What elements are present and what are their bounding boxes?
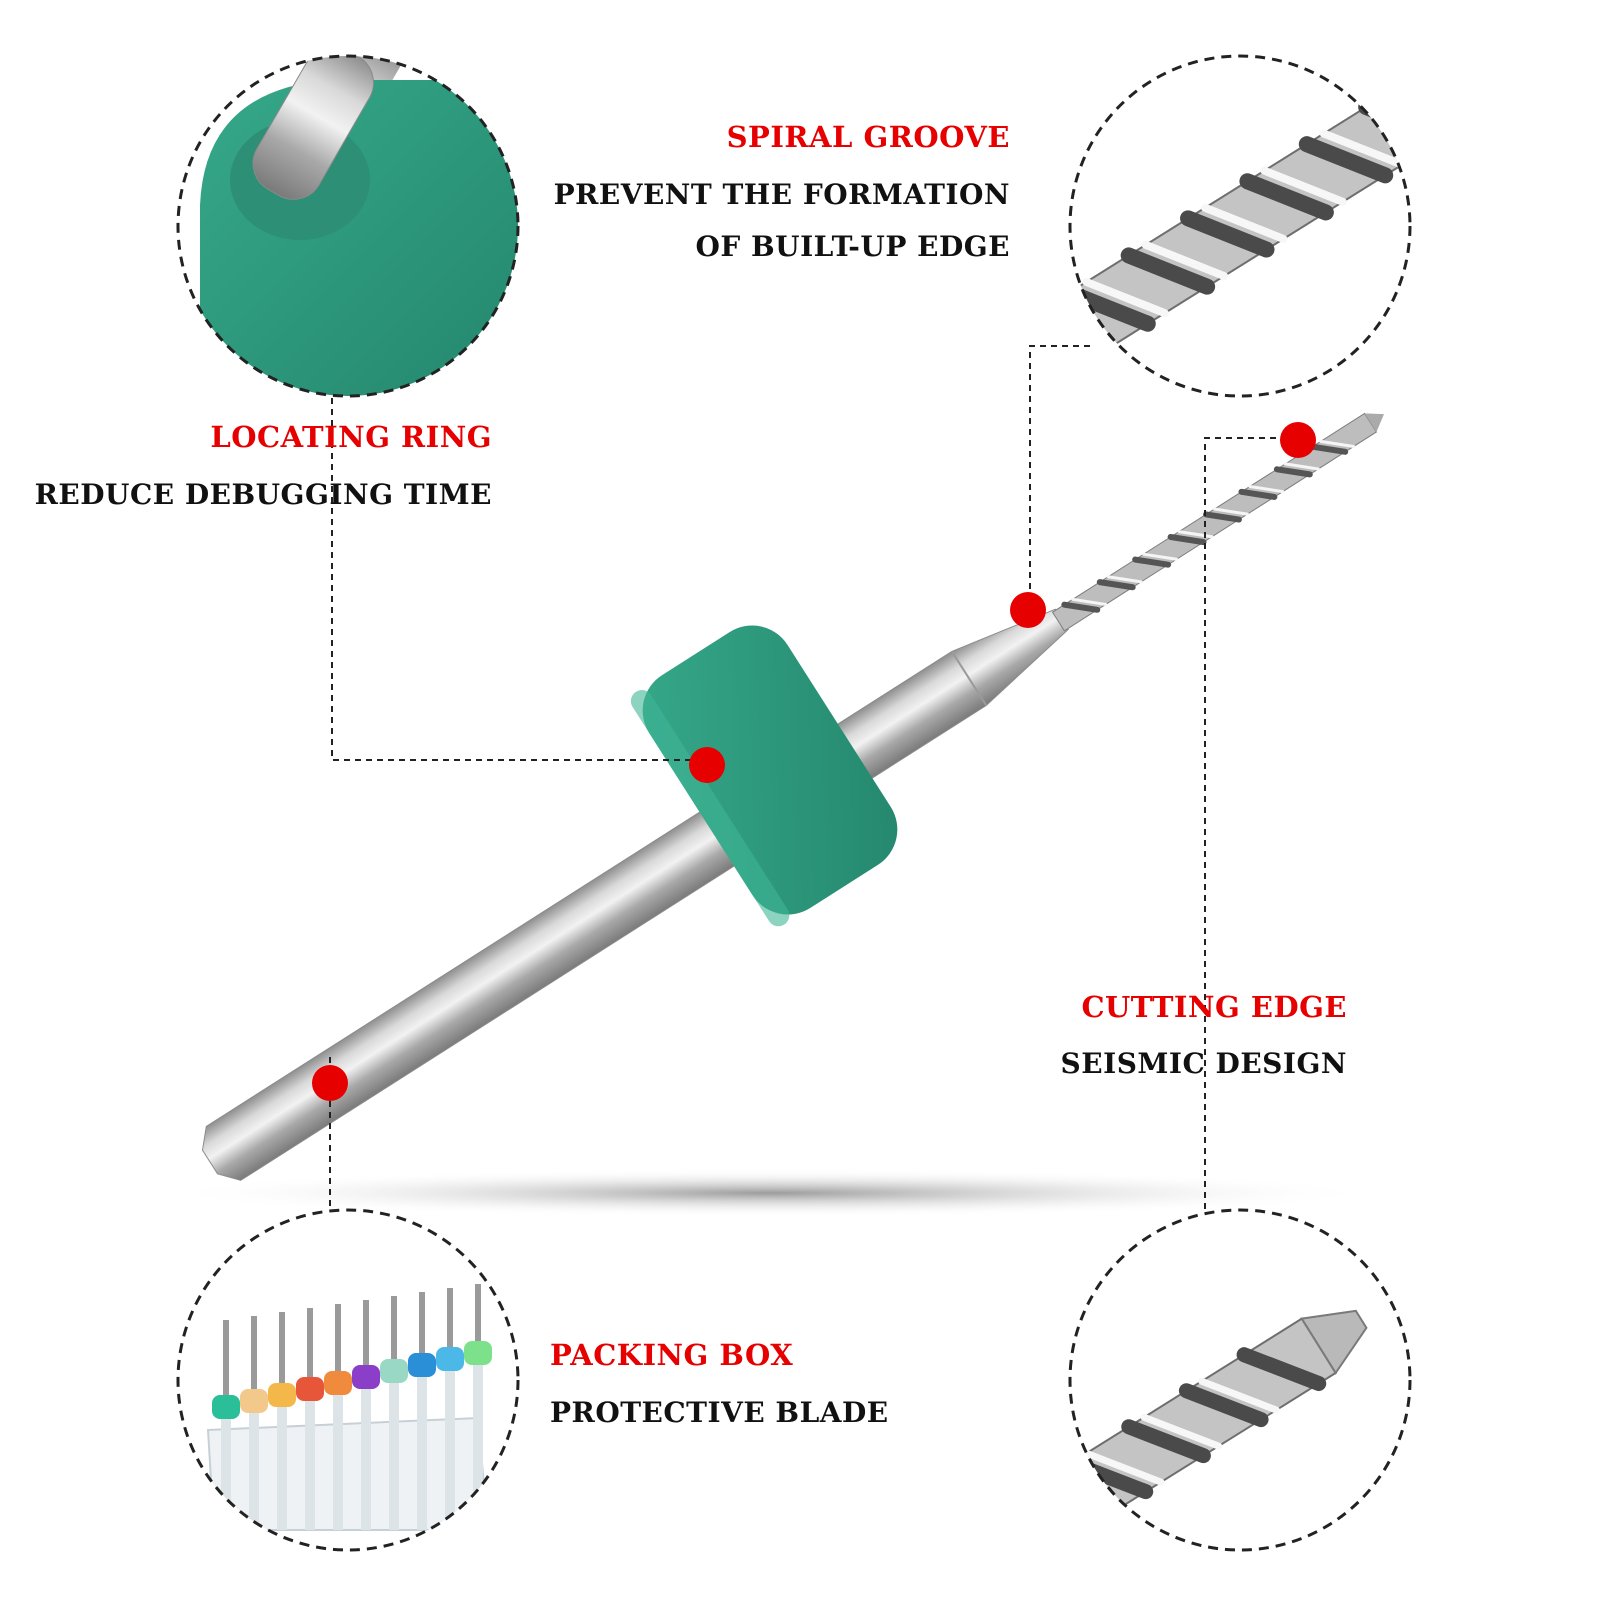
drill-bit xyxy=(201,412,1385,1181)
packing-box-slot xyxy=(277,1407,287,1530)
detail-circle-packing-box xyxy=(176,1208,520,1552)
detail-circle-spiral-groove xyxy=(1068,54,1412,398)
packing-box-slot xyxy=(389,1383,399,1530)
packing-box-ring xyxy=(212,1395,240,1419)
packing-box-ring xyxy=(380,1359,408,1383)
packing-box-bit xyxy=(335,1304,341,1371)
packing-box-slot xyxy=(445,1371,455,1530)
packing-box-slot xyxy=(221,1419,231,1530)
marker-dot-locating-ring xyxy=(689,747,725,783)
packing-box-slot xyxy=(333,1395,343,1530)
spiral-groove-description-line2: OF BUILT-UP EDGE xyxy=(695,230,1010,263)
packing-box-bit xyxy=(419,1292,425,1353)
packing-box-ring xyxy=(324,1371,352,1395)
detail-circle-cutting-edge xyxy=(1068,1208,1412,1552)
marker-dot-cutting-edge xyxy=(1280,422,1316,458)
packing-box-slot xyxy=(249,1413,259,1530)
spiral-groove-title: SPIRAL GROOVE xyxy=(726,120,1010,154)
spiral-groove-description-line1: PREVENT THE FORMATION xyxy=(553,178,1010,211)
locating-ring-title: LOCATING RING xyxy=(210,420,492,454)
packing-box-bit xyxy=(279,1312,285,1383)
drill-flute xyxy=(1051,412,1385,632)
packing-box-ring xyxy=(268,1383,296,1407)
packing-box-bit xyxy=(223,1320,229,1395)
packing-box-description: PROTECTIVE BLADE xyxy=(550,1396,889,1429)
packing-box-slot xyxy=(417,1377,427,1530)
packing-box-ring xyxy=(408,1353,436,1377)
packing-box-ring xyxy=(464,1341,492,1365)
packing-box-ring xyxy=(352,1365,380,1389)
leader-line-locating-ring xyxy=(331,398,705,761)
cutting-edge-title: CUTTING EDGE xyxy=(1081,990,1347,1024)
leader-line-cutting-edge xyxy=(1204,437,1298,1210)
packing-box-slot xyxy=(473,1365,483,1530)
packing-box-bit xyxy=(251,1316,257,1389)
locating-ring-collar xyxy=(642,625,898,915)
marker-dot-shank xyxy=(312,1065,348,1101)
detail-circle-locating-ring xyxy=(176,54,520,398)
cutting-edge-description: SEISMIC DESIGN xyxy=(1060,1047,1347,1080)
marker-dot-spiral-groove xyxy=(1010,592,1046,628)
floor-shadow xyxy=(160,1169,1380,1217)
packing-box-bit xyxy=(447,1288,453,1347)
packing-box-ring xyxy=(240,1389,268,1413)
packing-box-bit xyxy=(363,1300,369,1365)
packing-box-bits xyxy=(206,1284,492,1531)
packing-box-slot xyxy=(305,1401,315,1530)
packing-box-bit xyxy=(307,1308,313,1377)
packing-box-ring xyxy=(436,1347,464,1371)
locating-ring-description: REDUCE DEBUGGING TIME xyxy=(34,478,492,511)
packing-box-title: PACKING BOX xyxy=(550,1338,794,1372)
leader-line-spiral-groove xyxy=(1029,345,1090,598)
packing-box-bit xyxy=(475,1284,481,1341)
packing-box-slot xyxy=(361,1389,371,1530)
packing-box-ring xyxy=(296,1377,324,1401)
packing-box-bit xyxy=(391,1296,397,1359)
